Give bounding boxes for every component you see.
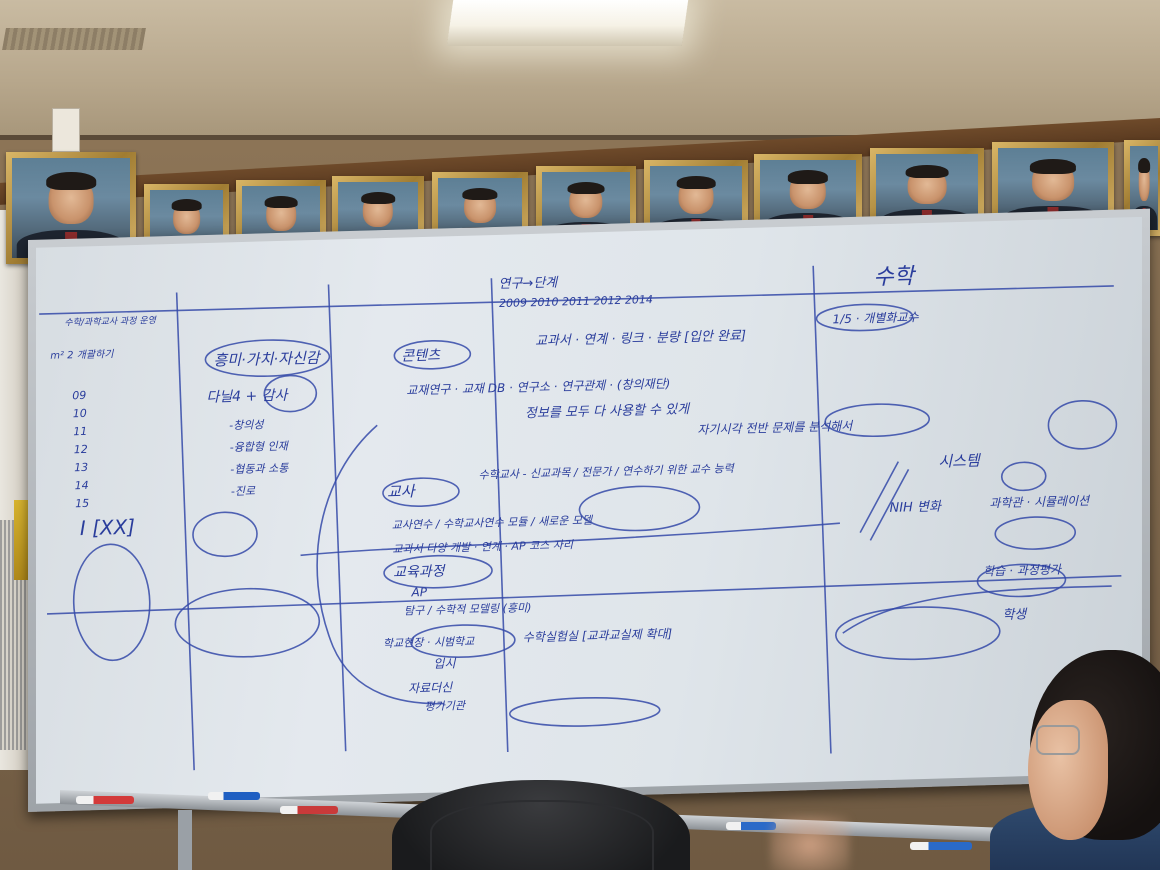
col-left-item: -진로 bbox=[231, 484, 256, 498]
portrait-hair bbox=[676, 176, 716, 190]
ink-bubble bbox=[204, 339, 331, 377]
flag-stripe bbox=[14, 500, 28, 580]
teacher-line-1: 수학교사 - 신교과목 / 전문가 / 연수하기 위한 교수 능력 bbox=[478, 462, 736, 482]
header-line bbox=[39, 285, 1114, 315]
horizontal-line bbox=[46, 575, 1122, 615]
content-line-2: 교재연구 · 교재 DB · 연구소 · 연구관제 · (창의재단) bbox=[406, 377, 670, 398]
right-line-2: NIH 변화 bbox=[889, 500, 942, 516]
ink-curve bbox=[842, 585, 1112, 634]
portrait-hair bbox=[787, 170, 829, 184]
header-mid-top: 연구→단계 bbox=[498, 275, 559, 292]
left-number: 13 bbox=[74, 461, 88, 474]
portrait-head bbox=[1138, 161, 1150, 202]
curr-line-5: 입시 bbox=[433, 656, 456, 671]
curr-line-2: 탐구 / 수학적 모델링 (흥미) bbox=[404, 601, 532, 617]
ink-bubble bbox=[835, 606, 1001, 661]
right-line-1: 시스템 bbox=[938, 451, 982, 470]
portrait-hair bbox=[264, 195, 298, 208]
content-line-1: 교과서 · 연계 · 링크 · 분량 [입안 완료] bbox=[535, 329, 746, 350]
col-left-item: -협동과 소통 bbox=[230, 462, 289, 477]
ink-stroke bbox=[859, 461, 900, 534]
portrait-hair bbox=[462, 187, 498, 200]
left-number-list: 09 10 11 12 13 14 15 bbox=[72, 389, 89, 510]
ink-bubble bbox=[393, 339, 472, 370]
portrait-hair bbox=[1029, 159, 1077, 174]
ink-bubble bbox=[578, 485, 701, 532]
portrait-hair bbox=[905, 164, 949, 179]
curr-line-4: 수학실험실 [교과교실제 확대] bbox=[523, 627, 673, 645]
left-number: 09 bbox=[72, 389, 86, 402]
marker bbox=[76, 796, 134, 804]
left-number: 14 bbox=[74, 479, 88, 492]
col-left-title: 흥미·가치·자신감 bbox=[213, 349, 322, 370]
divider-line bbox=[812, 265, 832, 754]
header-years: 2009 2010 2011 2012 2014 bbox=[499, 293, 653, 310]
left-roman: I [XX] bbox=[79, 515, 135, 540]
section-content: 콘텐츠 bbox=[401, 348, 441, 365]
ink-bubble bbox=[1000, 461, 1047, 492]
right-line-3: 과학관 · 시뮬레이션 bbox=[989, 494, 1091, 511]
right-line-4: 학습 · 과정평가 bbox=[983, 562, 1063, 578]
ink-bubble bbox=[174, 587, 321, 658]
portrait-hair bbox=[46, 172, 96, 190]
marker bbox=[910, 842, 972, 850]
col-left-list: -창의성 -융합형 인재 -협동과 소통 -진로 bbox=[229, 418, 290, 498]
divider-line bbox=[490, 278, 509, 752]
left-tag: m² 2 개괄하기 bbox=[50, 348, 114, 362]
ink-bubble bbox=[72, 543, 151, 662]
left-number: 15 bbox=[75, 497, 89, 510]
left-number: 11 bbox=[73, 425, 87, 438]
right-line-5: 학생 bbox=[1002, 607, 1028, 623]
ink-bubble bbox=[383, 554, 493, 589]
ink-bubble bbox=[994, 516, 1077, 550]
curr-line-1: AP bbox=[410, 585, 428, 599]
board-leg bbox=[178, 810, 192, 870]
marker bbox=[726, 822, 776, 830]
ink-curve bbox=[316, 424, 445, 705]
marker bbox=[280, 806, 338, 814]
content-line-3: 정보를 모두 다 사용할 수 있게 bbox=[525, 402, 692, 421]
curr-line-6: 자료더신 bbox=[408, 680, 453, 695]
ink-bubble bbox=[508, 697, 661, 727]
right-tag: 1/5 · 개별화교수 bbox=[832, 310, 919, 326]
ink-bubble bbox=[263, 374, 318, 413]
left-note: 다닐4 + 감사 bbox=[206, 388, 290, 406]
portrait-hair bbox=[1138, 157, 1150, 173]
person-face bbox=[1028, 700, 1108, 840]
ink-bubble bbox=[824, 403, 931, 438]
ink-stroke bbox=[869, 469, 910, 541]
divider-line bbox=[175, 292, 195, 771]
ink-curve bbox=[300, 522, 840, 557]
divider-line bbox=[327, 284, 347, 752]
content-line-4: 자기시각 전반 문제를 분석해서 bbox=[697, 419, 854, 437]
portrait-hair bbox=[567, 181, 605, 195]
header-right: 수학 bbox=[873, 264, 917, 290]
marker bbox=[208, 792, 260, 800]
section-teacher: 교사 bbox=[387, 482, 417, 501]
ink-bubble bbox=[382, 477, 460, 507]
left-number: 12 bbox=[74, 443, 88, 456]
blurred-hand bbox=[770, 815, 850, 870]
ink-bubble bbox=[192, 511, 258, 558]
col-left-item: -융합형 인재 bbox=[230, 440, 290, 455]
ink-bubble bbox=[1047, 400, 1118, 450]
curr-line-7: 평가기관 bbox=[424, 699, 467, 713]
teacher-line-3: 교과서 다양 개발 · 연계 · AP 코스 자리 bbox=[392, 538, 574, 556]
ceiling-sprinkler bbox=[52, 108, 80, 152]
chair-seam bbox=[430, 800, 654, 870]
left-number: 10 bbox=[73, 407, 87, 420]
portrait-hair bbox=[361, 191, 395, 204]
ink-bubble bbox=[410, 624, 516, 658]
person-glasses bbox=[1036, 725, 1080, 755]
col-left-item: -창의성 bbox=[229, 418, 266, 432]
section-curriculum: 교육과정 bbox=[393, 564, 447, 581]
teacher-line-2: 교사연수 / 수학교사연수 모듈 / 새로운 모델 bbox=[392, 514, 595, 532]
left-top-note: 수학/과학교사 과정 운영 bbox=[64, 315, 157, 328]
portrait-hair bbox=[171, 199, 202, 212]
ink-bubble bbox=[815, 303, 914, 332]
ink-bubble bbox=[976, 563, 1067, 598]
curr-line-3: 학교현장 · 시범학교 bbox=[383, 635, 476, 650]
